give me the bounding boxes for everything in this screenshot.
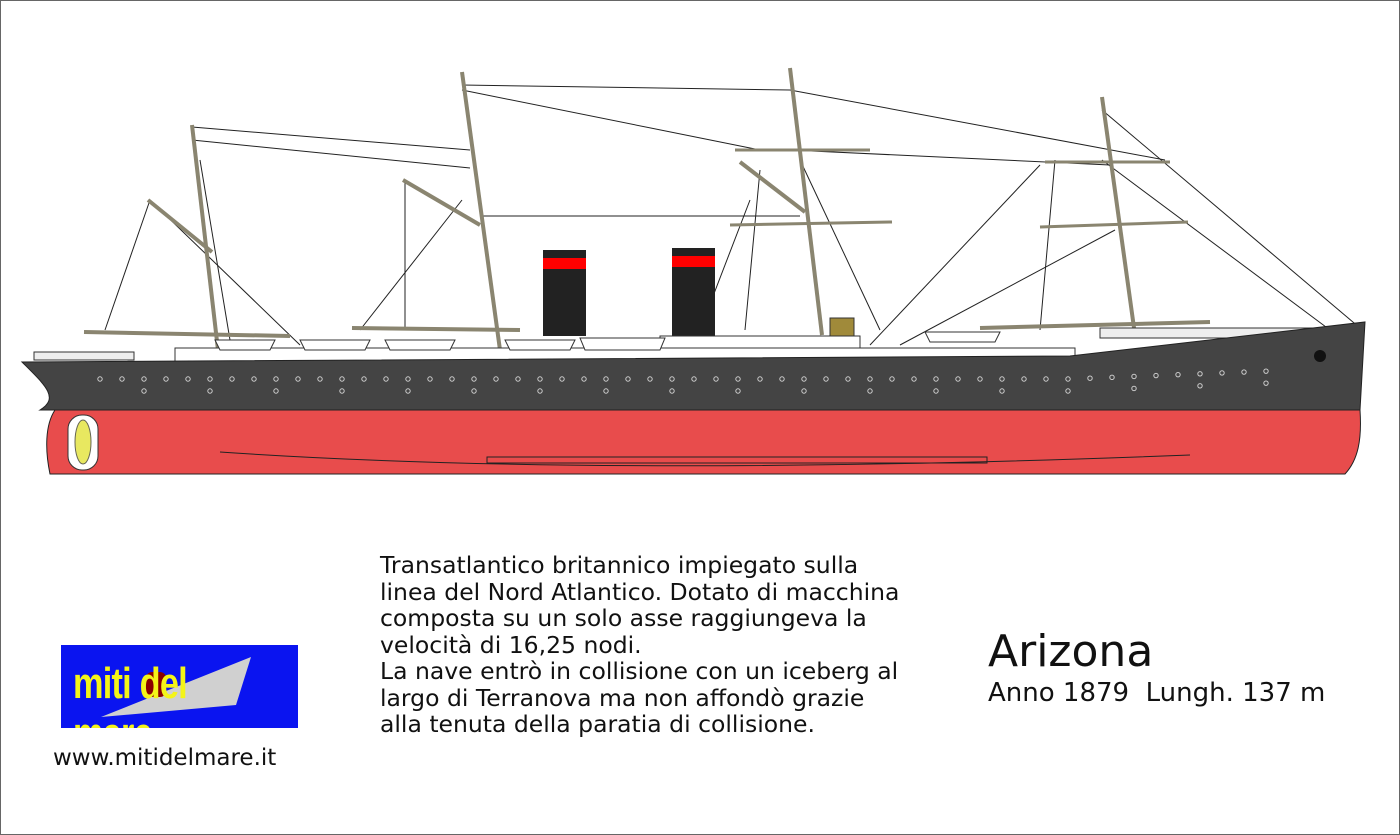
porthole (1241, 369, 1247, 375)
porthole (1219, 370, 1225, 376)
porthole (955, 376, 961, 382)
porthole (229, 376, 235, 382)
bridge-house (829, 317, 855, 337)
porthole (1065, 376, 1071, 382)
porthole (471, 376, 477, 382)
mast-1 (190, 124, 220, 351)
porthole (1197, 371, 1203, 377)
website-link[interactable]: www.mitidelmare.it (53, 745, 277, 771)
porthole (801, 388, 807, 394)
mast-3 (788, 67, 824, 336)
funnels (543, 248, 715, 336)
porthole (185, 376, 191, 382)
porthole (977, 376, 983, 382)
porthole (97, 376, 103, 382)
porthole (1175, 371, 1181, 378)
porthole (801, 376, 807, 382)
mast-2 (460, 71, 502, 351)
porthole (757, 376, 763, 382)
porthole (1021, 376, 1027, 382)
porthole (339, 376, 345, 382)
porthole (889, 376, 895, 382)
porthole (999, 376, 1005, 382)
ship-name: Arizona (988, 626, 1154, 677)
rigging (104, 84, 1361, 346)
porthole (251, 376, 257, 382)
hull-upper (20, 321, 1366, 411)
porthole (735, 388, 741, 394)
masts (83, 67, 1211, 351)
porthole (735, 376, 741, 382)
porthole (1197, 383, 1203, 389)
porthole (537, 388, 543, 394)
porthole (559, 376, 565, 382)
porthole (647, 376, 653, 382)
porthole (361, 376, 367, 382)
porthole (515, 376, 521, 382)
porthole (119, 376, 125, 382)
portholes (97, 368, 1269, 394)
logo-sail-icon (101, 657, 251, 717)
porthole (933, 376, 939, 382)
porthole (823, 376, 829, 382)
porthole (207, 388, 213, 394)
porthole (317, 376, 323, 382)
porthole (405, 388, 411, 394)
porthole (691, 376, 697, 382)
porthole (933, 388, 939, 394)
porthole (625, 376, 631, 382)
porthole (427, 376, 433, 382)
porthole (1109, 374, 1115, 381)
porthole (1131, 373, 1137, 380)
porthole (669, 376, 675, 382)
porthole (295, 376, 301, 382)
funnel-1-band (543, 258, 586, 269)
logo: miti del mare (61, 645, 298, 728)
logo-text: miti del mare (73, 659, 188, 728)
porthole (493, 376, 499, 382)
porthole (999, 388, 1005, 394)
mast-4 (1100, 96, 1137, 336)
porthole (1065, 388, 1071, 394)
porthole (779, 376, 785, 382)
porthole (339, 388, 345, 394)
porthole (141, 376, 147, 382)
porthole (1131, 385, 1137, 392)
funnel-2-band (672, 256, 715, 267)
propeller (74, 419, 92, 465)
porthole (471, 388, 477, 394)
porthole (537, 376, 543, 382)
hawse-hole (1314, 350, 1326, 362)
porthole (207, 376, 213, 382)
porthole (163, 376, 169, 382)
porthole (273, 376, 279, 382)
porthole (669, 388, 675, 394)
porthole (405, 376, 411, 382)
porthole (1153, 372, 1159, 379)
porthole (1087, 375, 1093, 381)
porthole (713, 376, 719, 382)
porthole (449, 376, 455, 382)
porthole (867, 388, 873, 394)
ship-details: Anno 1879 Lungh. 137 m (988, 678, 1326, 708)
porthole (581, 376, 587, 382)
porthole (141, 388, 147, 394)
porthole (845, 376, 851, 382)
hull-lower (46, 409, 1361, 475)
porthole (1263, 368, 1269, 374)
porthole (1043, 376, 1049, 382)
porthole (867, 376, 873, 382)
lifeboats (214, 331, 1001, 351)
ship-description: Transatlantico britannico impiegato sull… (380, 551, 900, 738)
porthole (383, 376, 389, 382)
porthole (1263, 380, 1269, 386)
porthole (603, 376, 609, 382)
porthole (911, 376, 917, 382)
porthole (273, 388, 279, 394)
porthole (603, 388, 609, 394)
